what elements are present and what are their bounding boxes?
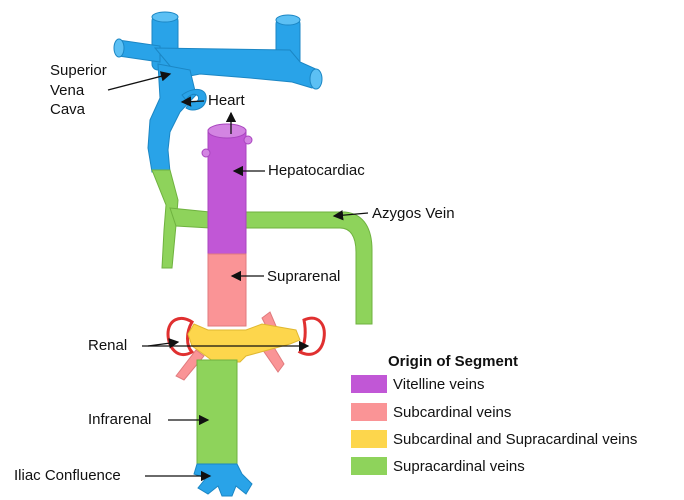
- label-heart: Heart: [208, 92, 245, 110]
- legend-label: Subcardinal and Supracardinal veins: [393, 431, 637, 448]
- legend-swatch-pink: [351, 403, 387, 421]
- legend-item-subcardinal: Subcardinal veins: [351, 402, 511, 422]
- label-renal: Renal: [88, 337, 127, 355]
- legend-item-vitelline: Vitelline veins: [351, 374, 484, 394]
- label-infrarenal: Infrarenal: [88, 411, 151, 429]
- legend-title: Origin of Segment: [388, 353, 518, 370]
- legend-item-supracardinal: Supracardinal veins: [351, 456, 525, 476]
- label-suprarenal: Suprarenal: [267, 268, 340, 286]
- legend-label: Vitelline veins: [393, 376, 484, 393]
- legend-item-sub-supracardinal: Subcardinal and Supracardinal veins: [351, 429, 637, 449]
- legend-label: Subcardinal veins: [393, 404, 511, 421]
- legend-label: Supracardinal veins: [393, 458, 525, 475]
- label-svc-line3: Cava: [50, 101, 85, 119]
- label-svc-line2: Vena: [50, 82, 84, 100]
- legend-swatch-purple: [351, 375, 387, 393]
- label-iliac-confluence: Iliac Confluence: [14, 467, 121, 485]
- label-svc-line1: Superior: [50, 62, 107, 80]
- label-azygos: Azygos Vein: [372, 205, 455, 223]
- azygos-vein: [152, 170, 372, 324]
- label-hepatocardiac: Hepatocardiac: [268, 162, 365, 180]
- legend-swatch-yellow: [351, 430, 387, 448]
- legend-swatch-green: [351, 457, 387, 475]
